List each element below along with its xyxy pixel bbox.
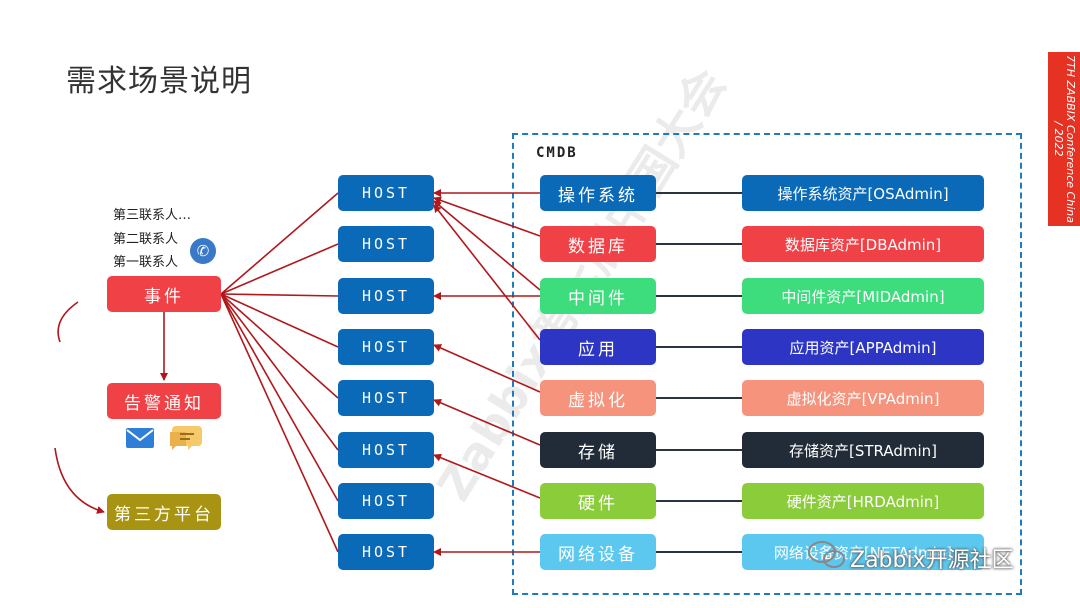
asset-virtualization: 虚拟化资产[VPAdmin] bbox=[742, 380, 984, 416]
cmdb-container bbox=[512, 133, 1022, 595]
arrow-str-host bbox=[433, 399, 541, 446]
event-box: 事件 bbox=[107, 276, 221, 312]
asset-network: 网络设备资产[NETAdmin] bbox=[742, 534, 984, 570]
arrow-app-host bbox=[433, 204, 541, 341]
system-hardware: 硬件 bbox=[540, 483, 656, 519]
asset-os: 操作系统资产[OSAdmin] bbox=[742, 175, 984, 211]
system-host-arrows bbox=[433, 189, 541, 556]
chat-icon bbox=[170, 426, 202, 450]
system-network: 网络设备 bbox=[540, 534, 656, 570]
contact-first: 第一联系人 bbox=[113, 255, 179, 270]
cmdb-label: CMDB bbox=[536, 145, 578, 161]
host-box: HOST bbox=[338, 226, 434, 262]
asset-app: 应用资产[APPAdmin] bbox=[742, 329, 984, 365]
host-box: HOST bbox=[338, 534, 434, 570]
contact-second: 第二联系人 bbox=[113, 232, 179, 247]
phone-icon: ✆ bbox=[190, 238, 216, 264]
system-app: 应用 bbox=[540, 329, 656, 365]
alert-box: 告警通知 bbox=[107, 383, 221, 419]
host-box: HOST bbox=[338, 329, 434, 365]
host-box: HOST bbox=[338, 432, 434, 468]
arrow-db-host bbox=[433, 196, 541, 237]
asset-hardware: 硬件资产[HRDAdmin] bbox=[742, 483, 984, 519]
host-box: HOST bbox=[338, 175, 434, 211]
page-title: 需求场景说明 bbox=[66, 64, 252, 99]
mail-icon bbox=[126, 428, 154, 448]
host-box: HOST bbox=[338, 278, 434, 314]
system-asset-links bbox=[655, 192, 742, 553]
system-middleware: 中间件 bbox=[540, 278, 656, 314]
wechat-icon bbox=[808, 541, 845, 568]
arrow-vp-host bbox=[433, 344, 541, 393]
arrow-hrd-host bbox=[433, 453, 541, 499]
conference-badge: 7TH ZABBIX Conference China / 2022 bbox=[1048, 52, 1080, 226]
asset-db: 数据库资产[DBAdmin] bbox=[742, 226, 984, 262]
host-box: HOST bbox=[338, 483, 434, 519]
contact-third: 第三联系人… bbox=[113, 208, 192, 223]
asset-storage: 存储资产[STRAdmin] bbox=[742, 432, 984, 468]
system-os: 操作系统 bbox=[540, 175, 656, 211]
system-virtualization: 虚拟化 bbox=[540, 380, 656, 416]
arrow-mid-host bbox=[433, 200, 541, 291]
footer-watermark: Zabbix开源社区 bbox=[850, 548, 1014, 573]
host-box: HOST bbox=[338, 380, 434, 416]
system-db: 数据库 bbox=[540, 226, 656, 262]
third-party-box: 第三方平台 bbox=[107, 494, 221, 530]
curve-bottom bbox=[54, 447, 105, 514]
curve-top bbox=[57, 301, 79, 343]
asset-middleware: 中间件资产[MIDAdmin] bbox=[742, 278, 984, 314]
event-host-lines bbox=[220, 192, 339, 553]
system-storage: 存储 bbox=[540, 432, 656, 468]
